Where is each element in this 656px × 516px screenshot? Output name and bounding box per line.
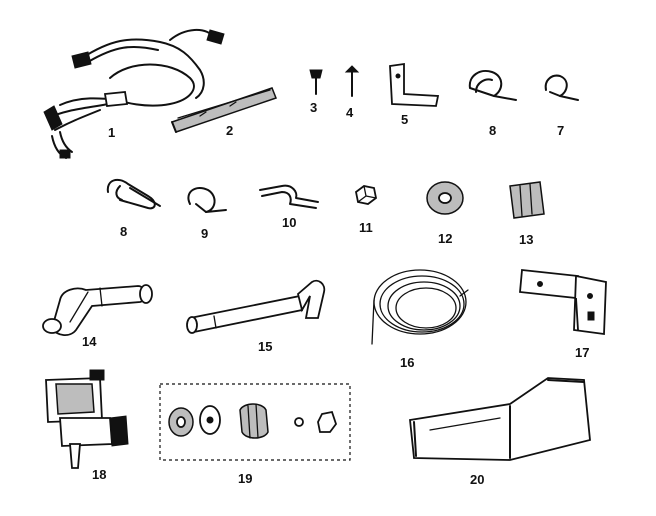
part-label-8b: 8 <box>120 224 127 239</box>
part-17-mounting-bracket <box>519 269 607 336</box>
part-label-9: 9 <box>201 226 208 241</box>
part-16-coiled-tubing <box>371 269 469 345</box>
part-8b-clamp <box>106 178 161 210</box>
part-label-5: 5 <box>401 112 408 127</box>
part-label-12: 12 <box>438 231 452 246</box>
part-label-17: 17 <box>575 345 589 360</box>
part-8a-clamp <box>468 70 517 101</box>
part-label-3: 3 <box>310 100 317 115</box>
part-10-clip <box>259 184 319 209</box>
part-label-11: 11 <box>359 220 373 235</box>
part-2-foam-strip <box>171 87 277 133</box>
part-14-elbow-tube <box>42 284 153 336</box>
part-label-18: 18 <box>92 467 106 482</box>
part-13-foam-block <box>509 181 545 219</box>
part-label-16: 16 <box>400 355 414 370</box>
part-label-8a: 8 <box>489 123 496 138</box>
part-4-screw <box>344 65 360 97</box>
part-label-4: 4 <box>346 105 354 120</box>
part-label-1: 1 <box>108 125 115 140</box>
part-7-clamp <box>544 74 579 101</box>
part-9-clamp <box>187 186 227 213</box>
part-5-bracket <box>389 62 440 107</box>
part-1-wire-harness <box>43 29 225 159</box>
part-3-screw <box>309 69 323 95</box>
part-label-19: 19 <box>238 471 252 486</box>
part-12-washer <box>426 181 464 215</box>
part-18-water-valve <box>45 369 129 469</box>
part-15-fill-tube <box>186 279 326 334</box>
part-label-13: 13 <box>519 232 533 247</box>
part-11-nut <box>355 185 377 205</box>
part-label-2: 2 <box>226 123 233 138</box>
part-label-15: 15 <box>258 339 272 354</box>
part-label-14: 14 <box>82 334 97 349</box>
part-label-10: 10 <box>282 215 296 230</box>
part-label-7: 7 <box>557 123 564 138</box>
part-19-valve-kit <box>159 383 351 461</box>
part-20-ice-tray <box>409 377 591 461</box>
part-label-20: 20 <box>470 472 484 487</box>
